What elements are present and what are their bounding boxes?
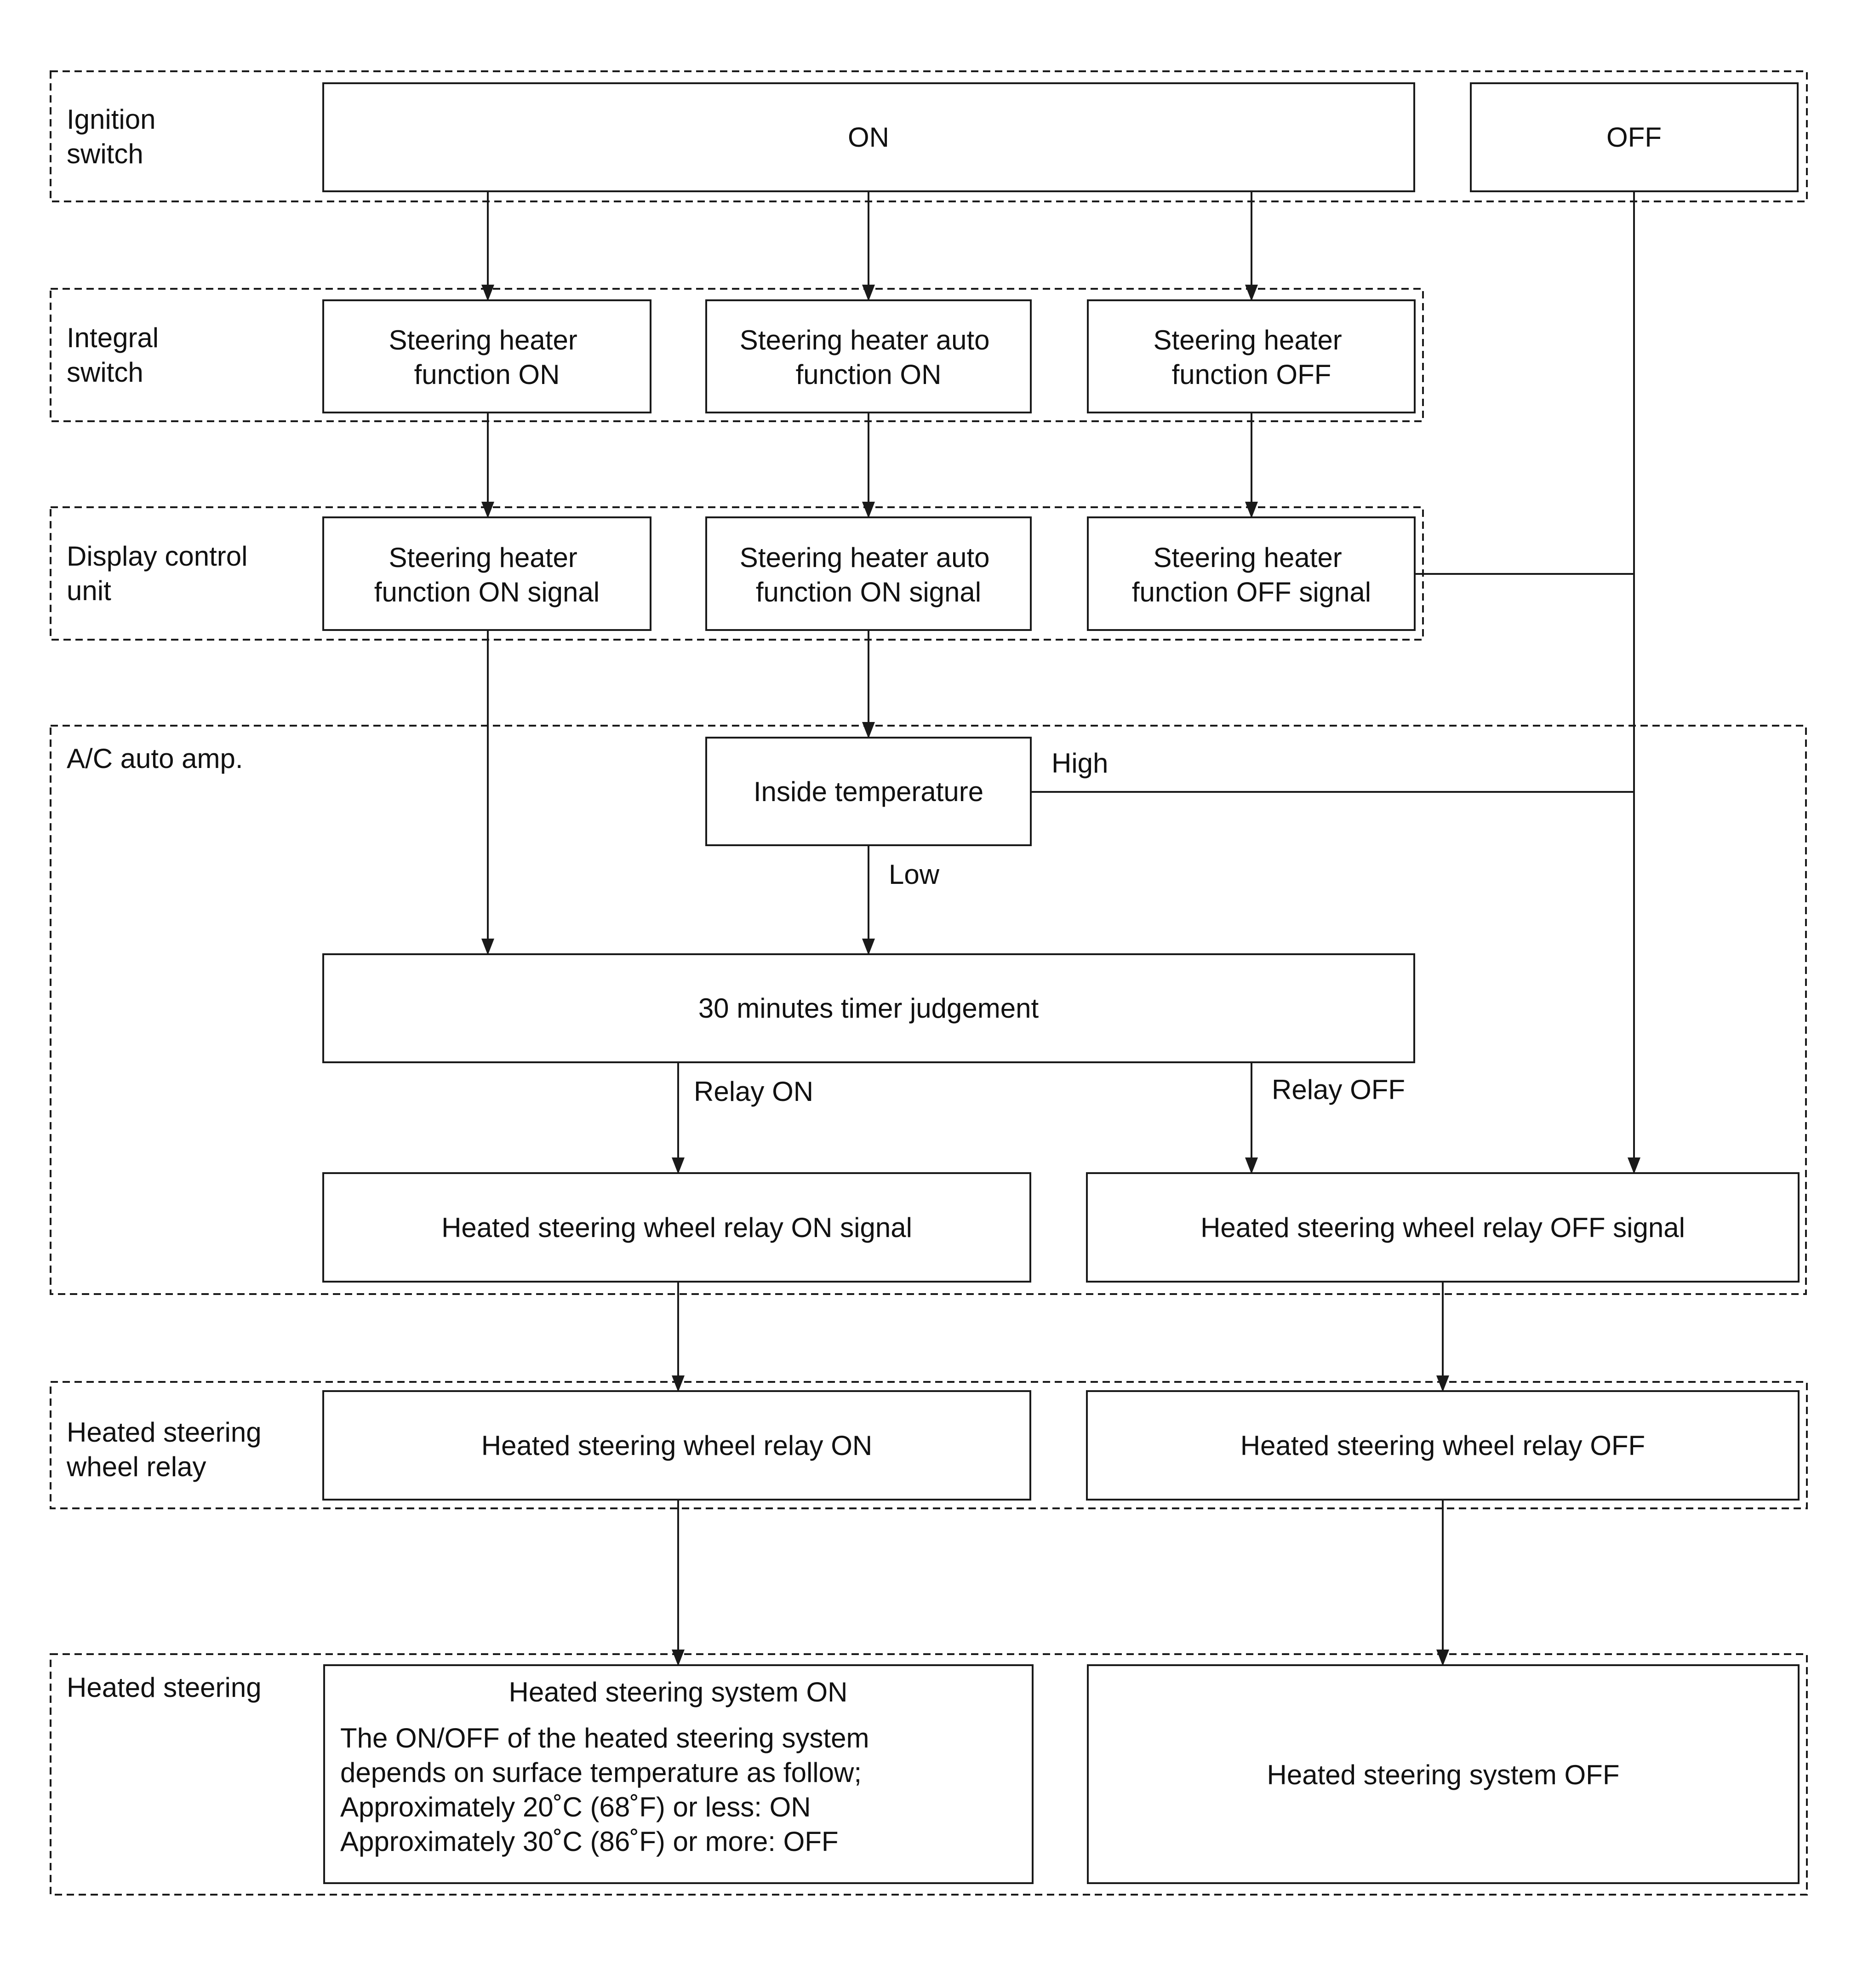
node-relay-on-signal bbox=[322, 1172, 1031, 1283]
node-inside-temperature bbox=[705, 737, 1032, 846]
connectors bbox=[481, 191, 1640, 1666]
node-timer-judgement-text: 30 minutes timer judgement bbox=[698, 993, 1039, 1024]
node-signal-auto-function-on-text: Steering heater auto function ON signal bbox=[740, 542, 997, 607]
node-signal-auto-function-on bbox=[705, 516, 1032, 631]
node-switch-auto-function-on bbox=[705, 299, 1032, 413]
ac-auto-amp-label: A/C auto amp. bbox=[67, 743, 243, 774]
node-relay-on-text: Heated steering wheel relay ON bbox=[481, 1430, 872, 1461]
group-heated-steering-wheel-relay bbox=[50, 1381, 1808, 1509]
node-system-on-title: Heated steering system ON bbox=[509, 1677, 848, 1707]
node-ignition-off-text: OFF bbox=[1606, 122, 1662, 153]
node-signal-function-on bbox=[322, 516, 651, 631]
node-timer-judgement bbox=[322, 953, 1415, 1063]
display-control-unit-label: Display control unit bbox=[67, 541, 255, 606]
edge-label-relay-on: Relay ON bbox=[694, 1076, 813, 1107]
node-inside-temperature-text: Inside temperature bbox=[754, 776, 983, 807]
group-heated-steering bbox=[50, 1653, 1808, 1896]
node-switch-auto-function-on-text: Steering heater auto function ON bbox=[740, 325, 997, 390]
node-relay-off-text: Heated steering wheel relay OFF bbox=[1240, 1430, 1645, 1461]
node-relay-on bbox=[322, 1390, 1031, 1501]
node-relay-off-signal-text: Heated steering wheel relay OFF signal bbox=[1200, 1212, 1685, 1243]
ignition-switch-label: Ignition switch bbox=[67, 104, 163, 169]
node-switch-function-on-text: Steering heater function ON bbox=[389, 325, 585, 390]
node-switch-function-on bbox=[322, 299, 651, 413]
node-system-off-text: Heated steering system OFF bbox=[1267, 1759, 1620, 1790]
group-labels: Ignition switch Integral switch Display … bbox=[66, 104, 269, 1703]
node-signal-function-on-text: Steering heater function ON signal bbox=[374, 542, 600, 607]
node-relay-off-signal bbox=[1086, 1172, 1800, 1283]
node-ignition-on-text: ON bbox=[848, 122, 889, 153]
heated-steering-wheel-relay-label: Heated steering wheel relay bbox=[66, 1417, 269, 1482]
node-system-on bbox=[323, 1664, 1034, 1884]
node-ignition-off bbox=[1470, 82, 1799, 192]
node-switch-function-off bbox=[1087, 299, 1416, 413]
group-integral-switch bbox=[50, 288, 1424, 422]
node-switch-function-off-text: Steering heater function OFF bbox=[1154, 325, 1350, 390]
group-ignition-switch bbox=[50, 70, 1808, 202]
nodes: ON OFF Steering heater function ON Steer… bbox=[322, 82, 1800, 1884]
group-ac-auto-amp bbox=[50, 725, 1807, 1295]
edge-label-high: High bbox=[1051, 748, 1108, 779]
heated-steering-label: Heated steering bbox=[67, 1672, 262, 1703]
integral-switch-label: Integral switch bbox=[67, 322, 166, 388]
node-signal-function-off-text: Steering heater function OFF signal bbox=[1132, 542, 1371, 607]
node-system-off bbox=[1087, 1664, 1800, 1884]
edge-label-relay-off: Relay OFF bbox=[1272, 1074, 1405, 1105]
node-ignition-on bbox=[322, 82, 1415, 192]
node-signal-function-off bbox=[1087, 516, 1416, 631]
node-relay-on-signal-text: Heated steering wheel relay ON signal bbox=[441, 1212, 912, 1243]
edge-label-low: Low bbox=[889, 859, 940, 890]
edge-labels: High Low Relay ON Relay OFF bbox=[694, 748, 1405, 1107]
node-system-on-note: The ON/OFF of the heated steering system… bbox=[340, 1723, 877, 1857]
